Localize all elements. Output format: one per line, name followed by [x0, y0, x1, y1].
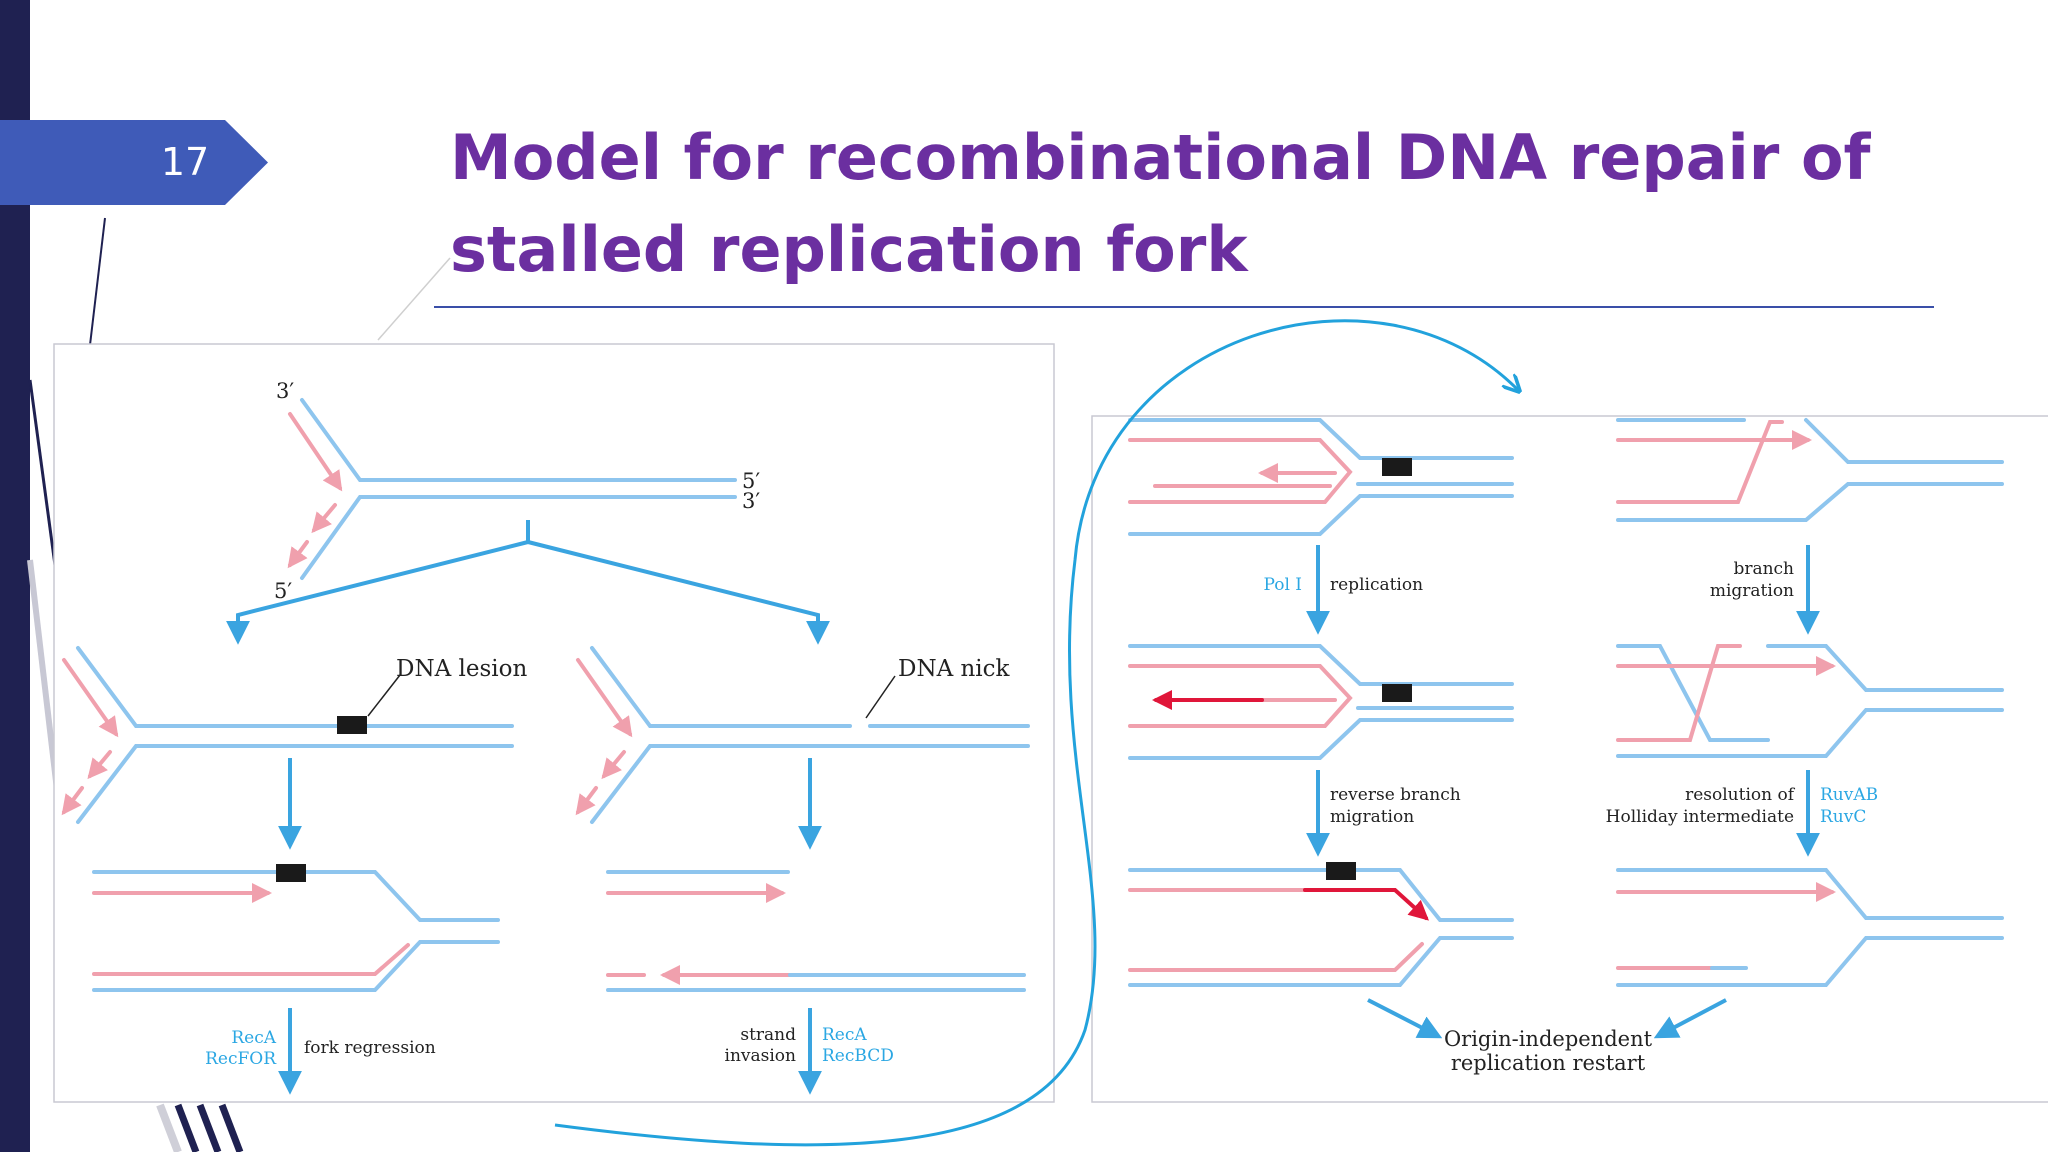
top-fork-3prime-top-label: 3′ [276, 379, 294, 403]
top-fork-5prime-right-label: 5′ [742, 469, 760, 493]
step4-process-line1: resolution of [1685, 785, 1796, 805]
right-fork-1 [1128, 418, 1514, 536]
step4-process-line2: Holliday intermediate [1606, 807, 1794, 827]
right-fork-6 [1616, 868, 2004, 987]
regressed-fork-lesion-marker [276, 864, 306, 882]
annotation-curve-arrow [554, 319, 1518, 1147]
right-step-enzyme-line1: RecA [822, 1025, 867, 1045]
slide-title: Model for recombinational DNA repair of … [450, 112, 1950, 296]
title-underline [434, 306, 1934, 308]
step4-enzyme-line1: RuvAB [1820, 785, 1878, 805]
outcome-line2: replication restart [1451, 1051, 1646, 1075]
step2-process-line1: reverse branch [1330, 785, 1461, 805]
right-fork-3-lesion-marker [1326, 862, 1356, 880]
dna-lesion-label: DNA lesion [396, 656, 527, 682]
slide-number-tab [0, 120, 268, 205]
right-fork-2 [1128, 644, 1514, 760]
left-panel: 3′ 5′ 3′ 5′ DNA lesion [53, 343, 1055, 1103]
step1-enzyme: Pol I [1263, 575, 1302, 595]
right-step-process-line1: strand [740, 1025, 796, 1045]
right-fork-1-lesion-marker [1382, 458, 1412, 476]
right-fork-5 [1616, 644, 2004, 758]
top-fork-3prime-right-label: 3′ [742, 489, 760, 513]
step3-process-line1: branch [1733, 559, 1794, 579]
step1-process: replication [1330, 575, 1423, 595]
right-fork-3 [1128, 868, 1514, 987]
top-fork-5prime-bottom-label: 5′ [274, 579, 292, 603]
slide-title-line-1: Model for recombinational DNA repair of [450, 121, 1871, 194]
left-step-enzyme-line1: RecA [231, 1028, 276, 1048]
right-panel: Pol I replication reverse branch migrati… [1091, 415, 2048, 1103]
background-decoration [27, 217, 451, 1152]
dna-nick-label: DNA nick [898, 656, 1011, 682]
left-step-enzyme-line2: RecFOR [205, 1049, 277, 1069]
step2-process-line2: migration [1330, 807, 1414, 827]
right-step-enzyme-line2: RecBCD [822, 1046, 894, 1066]
branch-arrows [226, 520, 830, 645]
regressed-fork [92, 870, 500, 992]
right-step-process-line2: invasion [725, 1046, 797, 1066]
slide-title-line-2: stalled replication fork [450, 213, 1248, 286]
right-fork-2-lesion-marker [1382, 684, 1412, 702]
slide-number: 17 [160, 140, 210, 184]
outcome-line1: Origin-independent [1444, 1027, 1653, 1051]
invaded-fork [606, 870, 1026, 992]
lesion-fork [61, 646, 514, 824]
step3-process-line2: migration [1710, 581, 1794, 601]
top-fork [287, 398, 737, 580]
dna-lesion-marker [337, 716, 367, 734]
right-fork-4 [1616, 418, 2004, 522]
step4-enzyme-line2: RuvC [1820, 807, 1866, 827]
left-step-process: fork regression [304, 1038, 436, 1058]
nick-fork [575, 646, 1030, 824]
